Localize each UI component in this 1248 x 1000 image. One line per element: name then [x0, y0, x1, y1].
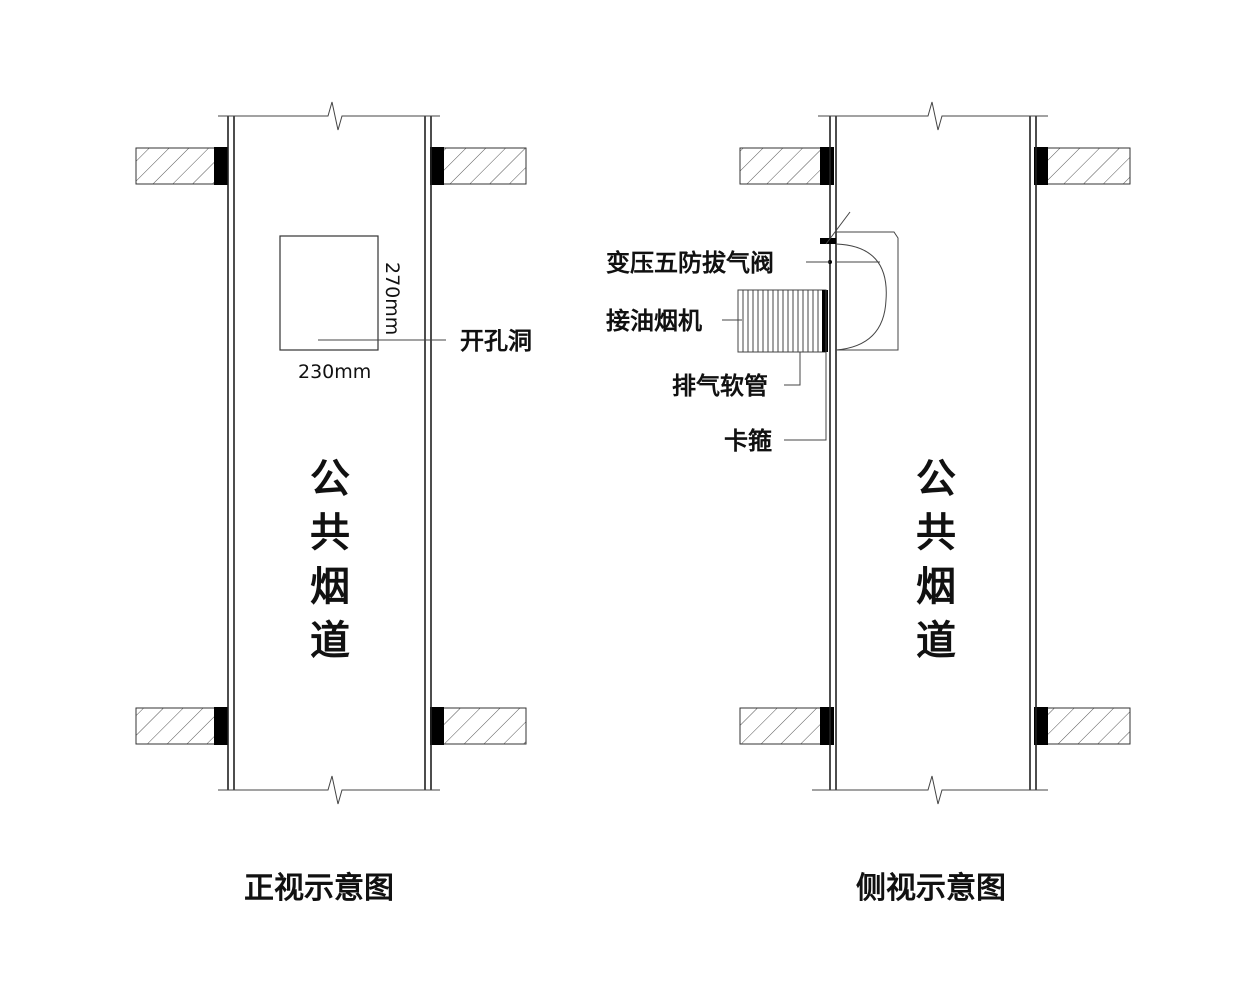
front-break-line-bottom	[218, 775, 440, 805]
side-flue-char-1: 公	[916, 456, 956, 502]
front-flue-char-1: 公	[310, 456, 350, 502]
front-slab-top-left	[135, 147, 228, 185]
side-slab-top-left	[739, 147, 834, 185]
front-flue-char-2: 共	[310, 510, 350, 556]
side-flue-char-4: 道	[916, 618, 956, 664]
side-clamp-leader	[784, 290, 827, 441]
side-valve-assembly	[820, 211, 899, 351]
side-slab-bottom-left	[739, 707, 834, 745]
front-slab-bottom-right	[430, 707, 527, 745]
side-slab-top-right	[1034, 147, 1131, 185]
side-exhaust-hose	[737, 289, 828, 353]
front-break-line-top	[218, 101, 440, 131]
front-view: 开孔洞 230mm 270mm 公 共 烟 道 正视示意图	[135, 101, 532, 906]
front-flue-char-4: 道	[310, 618, 350, 664]
side-hose-label: 排气软管	[672, 372, 768, 400]
side-view-caption: 侧视示意图	[856, 871, 1006, 906]
side-flue-walls	[829, 116, 1037, 790]
side-valve-label: 变压五防拔气阀	[606, 249, 774, 277]
side-clamp-label: 卡箍	[724, 427, 772, 455]
front-opening-rect	[279, 235, 379, 351]
side-hose-leader	[784, 352, 801, 386]
side-flue-char-3: 烟	[916, 564, 956, 610]
front-flue-char-3: 烟	[310, 564, 350, 610]
front-slab-bottom-left	[135, 707, 228, 745]
side-break-line-top	[818, 101, 1048, 131]
side-view: 变压五防拔气阀 接油烟机 排气软管 卡箍 公 共 烟 道 侧视示意图	[606, 101, 1131, 906]
front-opening-width: 230mm	[298, 361, 371, 383]
side-break-line-bottom	[812, 775, 1048, 805]
front-flue-walls	[227, 116, 432, 790]
front-view-caption: 正视示意图	[244, 871, 394, 906]
front-slab-top-right	[430, 147, 527, 185]
side-flue-char-2: 共	[916, 510, 956, 556]
side-slab-bottom-right	[1034, 707, 1131, 745]
front-opening-height: 270mm	[381, 262, 403, 335]
side-hood-label: 接油烟机	[606, 307, 702, 335]
front-opening-label: 开孔洞	[460, 327, 532, 355]
